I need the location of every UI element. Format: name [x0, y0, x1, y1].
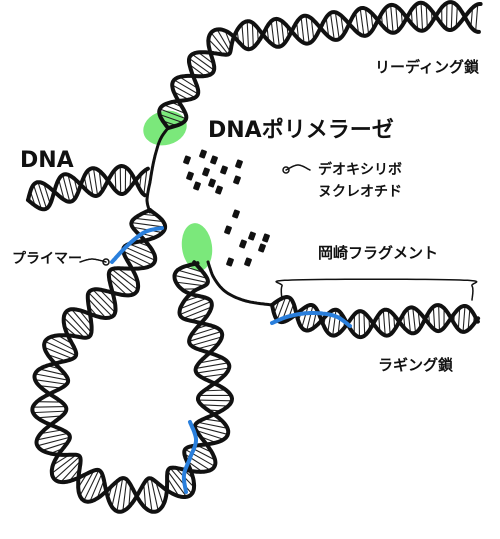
leading-strand-helix-rung — [247, 21, 248, 49]
dna-label: DNA — [20, 150, 74, 172]
deoxyribonucleotide — [215, 185, 223, 195]
lagging-template-loop-rung — [123, 480, 127, 512]
deoxyribonucleotide — [235, 159, 243, 169]
lagging-template-loop-rung — [66, 312, 89, 337]
leading-strand-helix-rung — [276, 19, 279, 47]
lagging-strand-label: ラギング鎖 — [378, 358, 453, 373]
deoxyribonucleotide — [186, 171, 194, 181]
lagging-strand-helix-rung — [388, 310, 390, 334]
deoxyribonucleotide — [226, 257, 234, 267]
lagging-strand-helix-rung — [383, 310, 385, 335]
okazaki-fragment-bracket — [276, 279, 477, 300]
deoxyribonucleotide — [233, 175, 241, 185]
deoxyribonucleotide — [183, 155, 191, 165]
lagging-template-loop-rung — [198, 400, 232, 401]
leading-strand-helix-rung — [391, 5, 393, 33]
leading-strand-label: リーディング鎖 — [375, 60, 479, 75]
lagging-template-loop-rung — [175, 275, 208, 282]
leading-strand-helix-rung — [416, 5, 418, 30]
deoxyribonucleotide — [199, 149, 207, 159]
fork-single-strand — [147, 182, 150, 212]
lagging-strand-helix-rung — [463, 306, 465, 332]
leading-strand-helix-rung — [421, 3, 423, 31]
deoxyribonucleotide — [208, 178, 216, 188]
leading-strand-helix-rung — [360, 8, 364, 35]
lagging-strand-helix-rung — [439, 305, 440, 331]
deoxyribonucleotide — [262, 233, 270, 243]
leading-strand-helix-rung — [306, 16, 309, 43]
deoxyribonucleotide — [202, 167, 210, 177]
primer-label: プライマー — [12, 252, 82, 266]
deoxyribonucleotide — [258, 243, 266, 253]
parental-dna-helix-rung — [93, 168, 97, 195]
primer-okazaki — [272, 313, 350, 326]
deoxyribonucleotide — [224, 225, 232, 235]
primer-pointer — [80, 259, 106, 262]
deoxyribonucleotide — [210, 155, 218, 165]
lagging-strand-helix-rung — [413, 308, 416, 333]
leading-strand-helix-rung — [476, 4, 478, 31]
deoxyribonucleotide — [239, 239, 247, 249]
dna-polymerase-label: DNAポリメラーゼ — [208, 120, 394, 142]
deoxyribonucleotide — [220, 165, 228, 175]
lagging-template-loop-rung — [33, 411, 66, 412]
deoxyribonucleotide-label-line1: デオキシリボ — [318, 163, 402, 177]
lagging-template-loop-rung — [197, 368, 230, 373]
deoxyribonucleotide — [244, 257, 252, 267]
leading-strand-helix-rung — [451, 2, 452, 30]
deoxyribonucleotide — [232, 209, 240, 219]
okazaki-fragment-label: 岡崎フラグメント — [318, 246, 438, 261]
deoxyribonucleotide — [248, 231, 256, 241]
leading-strand-helix-rung — [252, 23, 253, 48]
lagging-strand-helix-rung — [364, 313, 365, 336]
lagging-single-strand — [208, 262, 272, 305]
leading-strand-helix-rung — [335, 12, 339, 39]
deoxyribonucleotide — [193, 181, 201, 191]
leading-strand-helix-rung — [330, 13, 334, 40]
lagging-strand-helix-strand-b — [272, 297, 478, 337]
lagging-template-loop-rung — [33, 407, 66, 408]
deoxyribonucleotide-label-line2: ヌクレオチド — [318, 185, 402, 199]
lagging-template-loop-rung — [147, 479, 152, 512]
